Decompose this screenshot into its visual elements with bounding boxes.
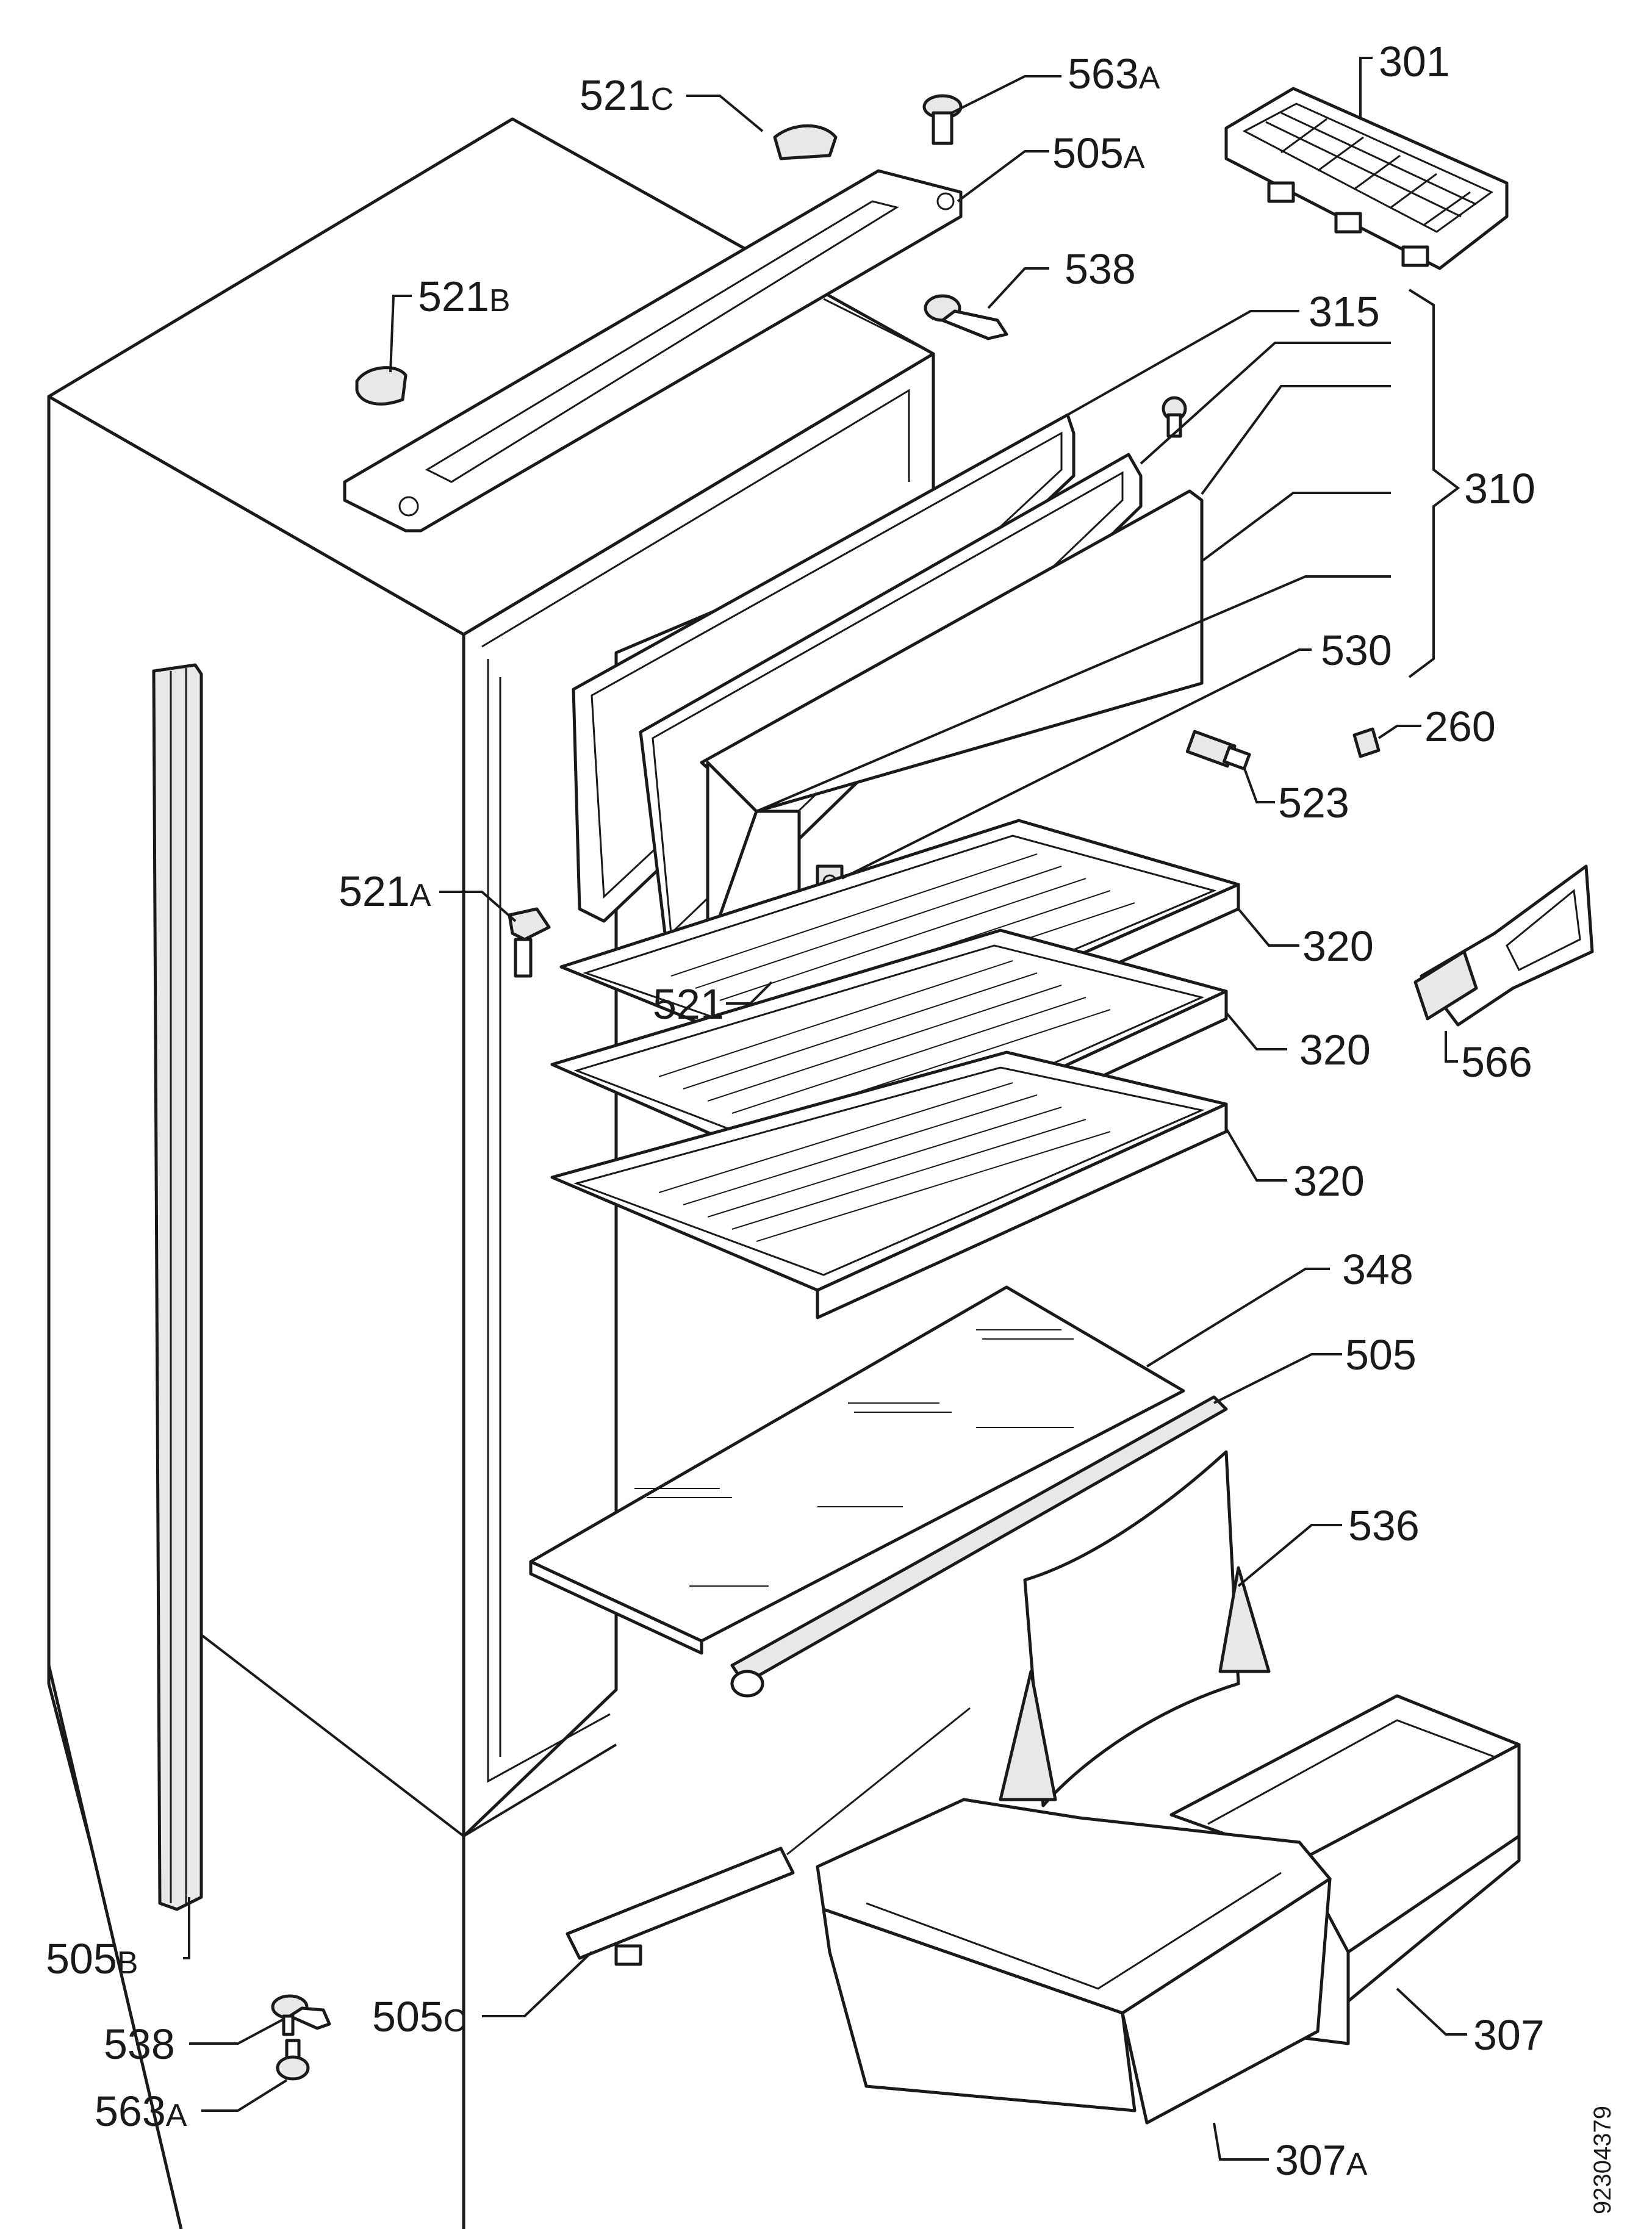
top-bracket-505a bbox=[343, 169, 963, 533]
shelf-320-3 bbox=[550, 1050, 1228, 1319]
label-320-1: 320 bbox=[1302, 922, 1374, 970]
label-348: 348 bbox=[1342, 1246, 1413, 1293]
label-320-3: 320 bbox=[1293, 1157, 1365, 1205]
label-521a: 521A bbox=[339, 867, 431, 915]
label-521: 521 bbox=[653, 980, 724, 1028]
cabinet-body bbox=[47, 117, 935, 2229]
leader-lines bbox=[183, 57, 1467, 2161]
cap-521b bbox=[355, 366, 408, 406]
screw-310 bbox=[1162, 396, 1187, 438]
label-307a: 307A bbox=[1275, 2136, 1368, 2184]
label-260: 260 bbox=[1424, 703, 1496, 750]
bracket-310 bbox=[1408, 289, 1460, 678]
scraper-566 bbox=[1413, 864, 1594, 1027]
screw-563a-bottom bbox=[276, 2039, 310, 2081]
label-523: 523 bbox=[1278, 779, 1349, 827]
label-505c: 505C bbox=[372, 1993, 466, 2041]
latch-521a bbox=[508, 907, 551, 978]
label-563a-top: 563A bbox=[1068, 50, 1160, 98]
clip-260 bbox=[1352, 727, 1381, 758]
label-566: 566 bbox=[1461, 1038, 1532, 1086]
label-563a-bottom: 563A bbox=[95, 2087, 187, 2135]
label-301: 301 bbox=[1379, 38, 1450, 85]
label-307: 307 bbox=[1473, 2011, 1545, 2059]
label-310: 310 bbox=[1464, 465, 1535, 512]
label-521c: 521C bbox=[580, 71, 673, 119]
label-505a: 505A bbox=[1052, 129, 1145, 177]
label-505b: 505B bbox=[46, 1935, 138, 1983]
cap-521c bbox=[773, 124, 838, 160]
hinge-538-bottom bbox=[271, 1994, 331, 2036]
label-521b: 521B bbox=[418, 273, 510, 320]
screw-563a-top bbox=[922, 94, 963, 145]
label-538-bottom: 538 bbox=[104, 2020, 175, 2068]
label-315: 315 bbox=[1309, 288, 1380, 336]
label-505: 505 bbox=[1345, 1331, 1417, 1379]
label-538-top: 538 bbox=[1065, 245, 1136, 293]
part-labels: 521C 563A 301 505A 521B 538 315 310 530 … bbox=[46, 38, 1545, 2184]
pin-523 bbox=[1185, 730, 1251, 770]
document-id: 92304379 bbox=[1589, 2106, 1616, 2214]
glass-shelf-348 bbox=[529, 1285, 1185, 1655]
trim-strip-505b bbox=[152, 663, 203, 1911]
ice-tray-301 bbox=[1224, 87, 1509, 270]
crisper-bin-307a bbox=[816, 1798, 1332, 2125]
label-320-2: 320 bbox=[1299, 1026, 1371, 1074]
bottom-cover-505c bbox=[566, 1707, 971, 1966]
label-536: 536 bbox=[1348, 1502, 1420, 1549]
front-trim-505 bbox=[730, 1395, 1228, 1698]
label-530: 530 bbox=[1321, 626, 1392, 674]
hinge-538-top bbox=[924, 294, 1008, 340]
divider-536 bbox=[999, 1450, 1271, 1807]
